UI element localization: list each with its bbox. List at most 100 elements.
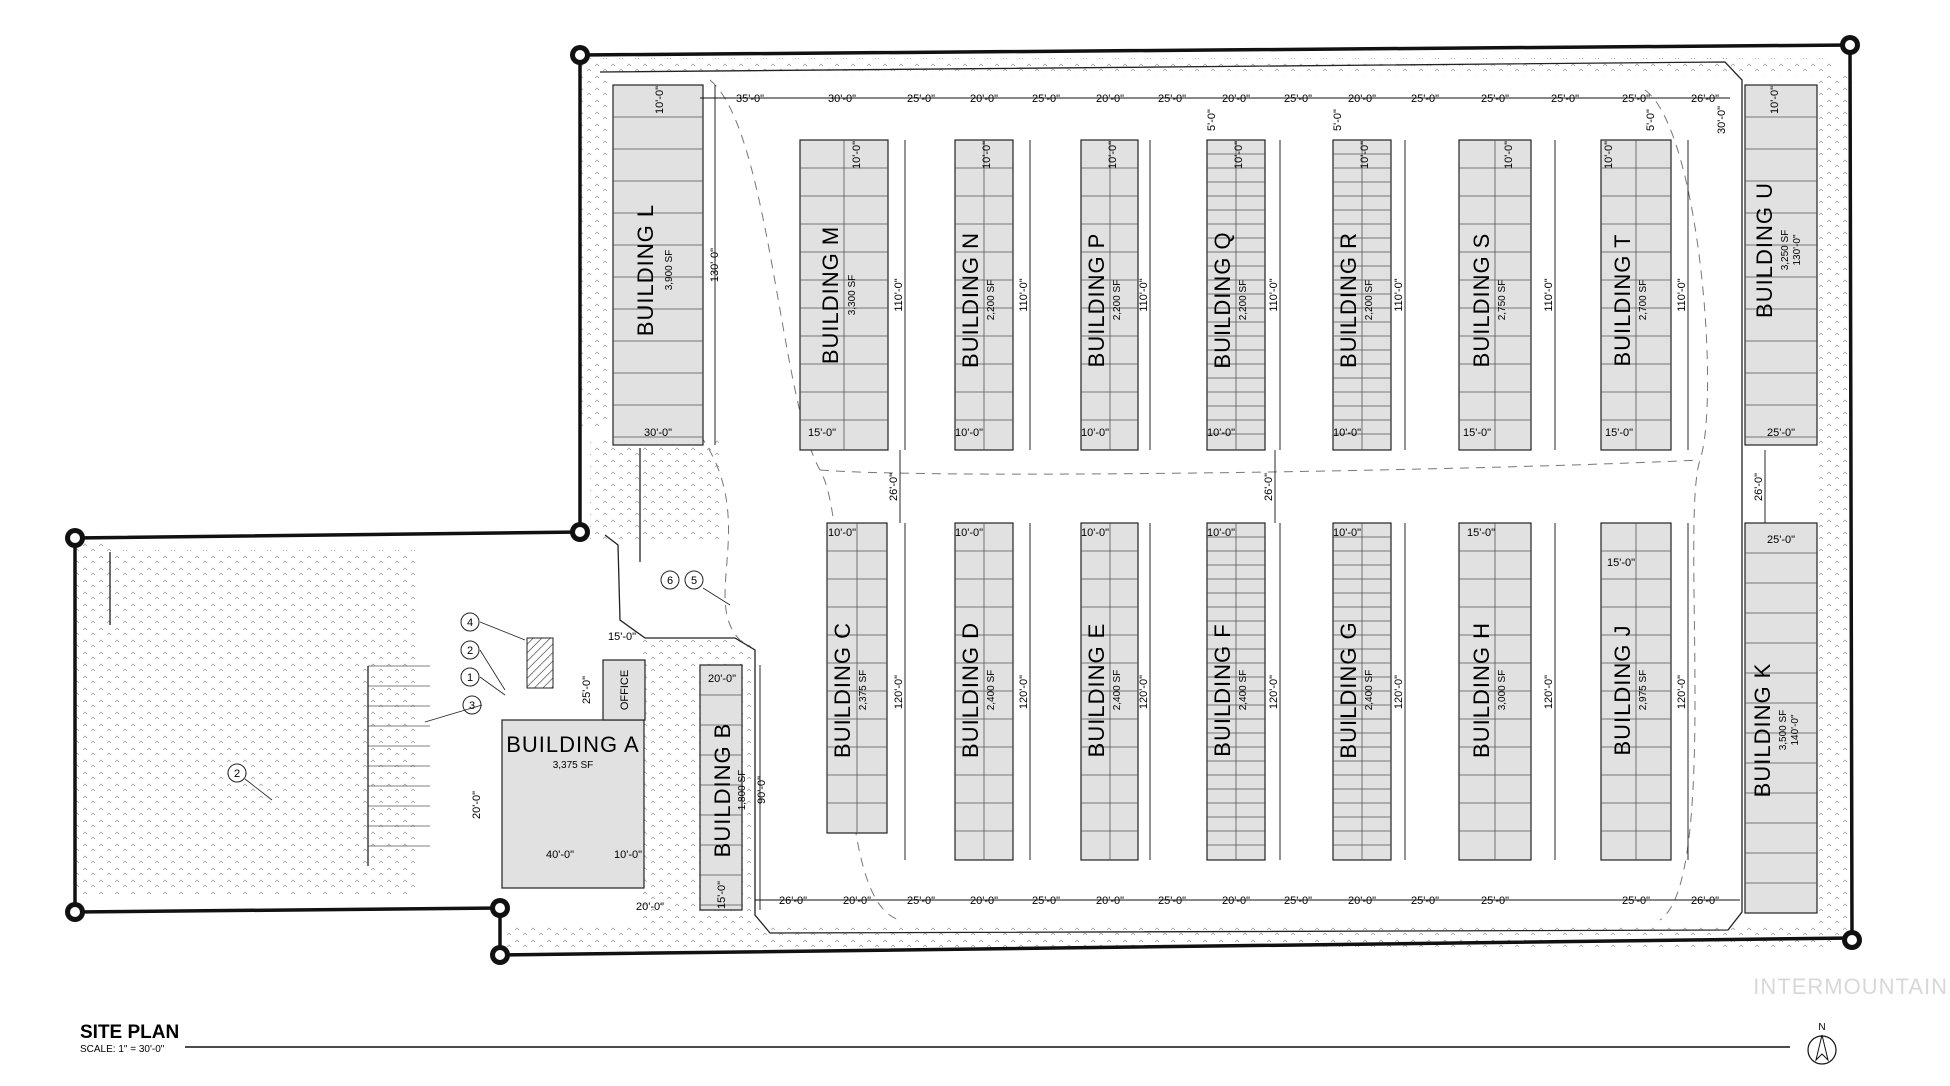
dim-len-r: 110'-0" <box>1393 278 1405 311</box>
building-k-sf: 3,500 SF <box>1778 710 1789 751</box>
callout-6-text: 6 <box>667 575 673 587</box>
dim-top-d: 10'-0" <box>955 527 983 539</box>
dim-len-d: 120'-0" <box>1018 675 1030 709</box>
building-h-sf: 3,000 SF <box>1497 670 1508 711</box>
dim-unit-p: 10'-0" <box>1107 141 1119 169</box>
dim-a-office-depth: 10'-0" <box>614 849 642 861</box>
callout-5 <box>684 570 704 590</box>
parking-stalls <box>367 665 430 866</box>
building-labels: BUILDING L 3,900 SF BUILDING M 3,300 SF … <box>506 182 1803 857</box>
dim-bottom-3: 20'-0" <box>970 895 998 907</box>
building-u-name: BUILDING U <box>1752 182 1777 318</box>
building-t-name: BUILDING T <box>1610 233 1635 366</box>
building-q-name: BUILDING Q <box>1210 231 1235 368</box>
callout-markers: 1 2 3 4 5 6 2 <box>227 570 731 801</box>
dim-unit-s: 10'-0" <box>1503 141 1515 169</box>
building-b <box>699 664 743 911</box>
dim-bottom-10: 25'-0" <box>1411 895 1439 907</box>
dim-len-s: 110'-0" <box>1543 278 1555 311</box>
building-b-sf: 1,800 SF <box>737 770 748 811</box>
dim-top-10: 25'-0" <box>1411 93 1439 105</box>
dim-unit-m: 10'-0" <box>851 141 863 169</box>
dim-5-r: 5'-0" <box>1332 109 1344 131</box>
dim-len-f: 120'-0" <box>1268 675 1280 709</box>
dimension-lines <box>185 85 1790 1048</box>
dim-top-6: 25'-0" <box>1158 93 1186 105</box>
building-a-sf: 3,375 SF <box>553 760 594 771</box>
building-a <box>501 719 645 889</box>
dim-top-7: 20'-0" <box>1222 93 1250 105</box>
dim-top-4: 25'-0" <box>1032 93 1060 105</box>
dim-unit-t: 10'-0" <box>1603 141 1615 169</box>
building-c-sf: 2,375 SF <box>858 670 869 711</box>
building-p-name: BUILDING P <box>1084 233 1109 368</box>
building-r <box>1332 139 1392 451</box>
dim-top-5: 20'-0" <box>1096 93 1124 105</box>
dim-unit-r: 10'-0" <box>1359 141 1371 169</box>
building-n-sf: 2,200 SF <box>986 280 997 321</box>
dim-top-k: 25'-0" <box>1767 534 1795 546</box>
dimension-labels: 35'-0" 30'-0" 25'-0" 20'-0" 25'-0" 20'-0… <box>471 86 1795 913</box>
dim-base-u: 25'-0" <box>1767 427 1795 439</box>
callout-2-text: 2 <box>467 645 473 657</box>
dim-top-3: 20'-0" <box>970 93 998 105</box>
dim-unit-q: 10'-0" <box>1233 141 1245 169</box>
dim-bottom-6: 25'-0" <box>1158 895 1186 907</box>
building-s-sf: 2,750 SF <box>1497 280 1508 321</box>
dim-bottom-12: 25'-0" <box>1622 895 1650 907</box>
watermark: INTERMOUNTAIN <box>1753 974 1948 999</box>
building-n <box>954 139 1014 451</box>
dim-top-0: 35'-0" <box>736 93 764 105</box>
dim-base-m: 15'-0" <box>808 427 836 439</box>
dim-len-e: 120'-0" <box>1138 675 1150 709</box>
callout-4 <box>460 612 480 632</box>
building-j-sf: 2,975 SF <box>1638 670 1649 711</box>
dim-top-g: 10'-0" <box>1333 527 1361 539</box>
dim-a-office-w: 15'-0" <box>608 631 636 643</box>
building-q-sf: 2,200 SF <box>1238 280 1249 321</box>
dim-top-e: 10'-0" <box>1081 527 1109 539</box>
dim-bottom-0: 26'-0" <box>779 895 807 907</box>
dim-top-j: 15'-0" <box>1607 557 1635 569</box>
building-u-length: 130'-0" <box>1792 234 1803 265</box>
dim-top-13: 25'-0" <box>1622 93 1650 105</box>
building-s-name: BUILDING S <box>1469 233 1494 368</box>
building-u <box>1744 84 1818 446</box>
dim-b-end: 15'-0" <box>716 881 728 909</box>
dim-base-l: 30'-0" <box>644 427 672 439</box>
dim-a-setback: 20'-0" <box>636 901 664 913</box>
dim-top-2: 25'-0" <box>907 93 935 105</box>
dim-bottom-7: 20'-0" <box>1222 895 1250 907</box>
dim-top-h: 15'-0" <box>1467 527 1495 539</box>
dim-len-t: 110'-0" <box>1676 278 1688 311</box>
building-q <box>1206 139 1266 451</box>
building-d-name: BUILDING D <box>958 622 983 758</box>
building-b-name: BUILDING B <box>710 723 735 858</box>
dim-unit-n: 10'-0" <box>981 141 993 169</box>
building-d-sf: 2,400 SF <box>986 670 997 711</box>
dim-top-f: 10'-0" <box>1207 527 1235 539</box>
dim-top-9: 20'-0" <box>1348 93 1376 105</box>
building-a-name: BUILDING A <box>506 732 639 757</box>
dim-top-1: 30'-0" <box>828 93 856 105</box>
dim-top-8: 25'-0" <box>1284 93 1312 105</box>
building-n-name: BUILDING N <box>958 232 983 368</box>
building-l-sf: 3,900 SF <box>664 250 675 291</box>
building-h-name: BUILDING H <box>1469 622 1494 758</box>
dim-len-q: 110'-0" <box>1268 278 1280 311</box>
north-label: N <box>1818 1022 1825 1033</box>
dim-b-width: 20'-0" <box>708 673 736 685</box>
unit-separators <box>613 116 1817 906</box>
dim-aisle-3: 26'-0" <box>1753 473 1765 501</box>
dim-setback-u: 30'-0" <box>1716 106 1728 134</box>
dim-len-j: 120'-0" <box>1676 675 1688 709</box>
callout-2b-text: 2 <box>234 768 240 780</box>
dim-unit-u: 10'-0" <box>1769 86 1781 114</box>
building-c-name: BUILDING C <box>830 622 855 758</box>
building-r-name: BUILDING R <box>1336 232 1361 368</box>
callout-3-text: 3 <box>469 700 475 712</box>
dim-bottom-4: 25'-0" <box>1032 895 1060 907</box>
dim-base-n: 10'-0" <box>955 427 983 439</box>
building-m <box>799 139 889 451</box>
dim-unit-l: 10'-0" <box>654 86 666 114</box>
